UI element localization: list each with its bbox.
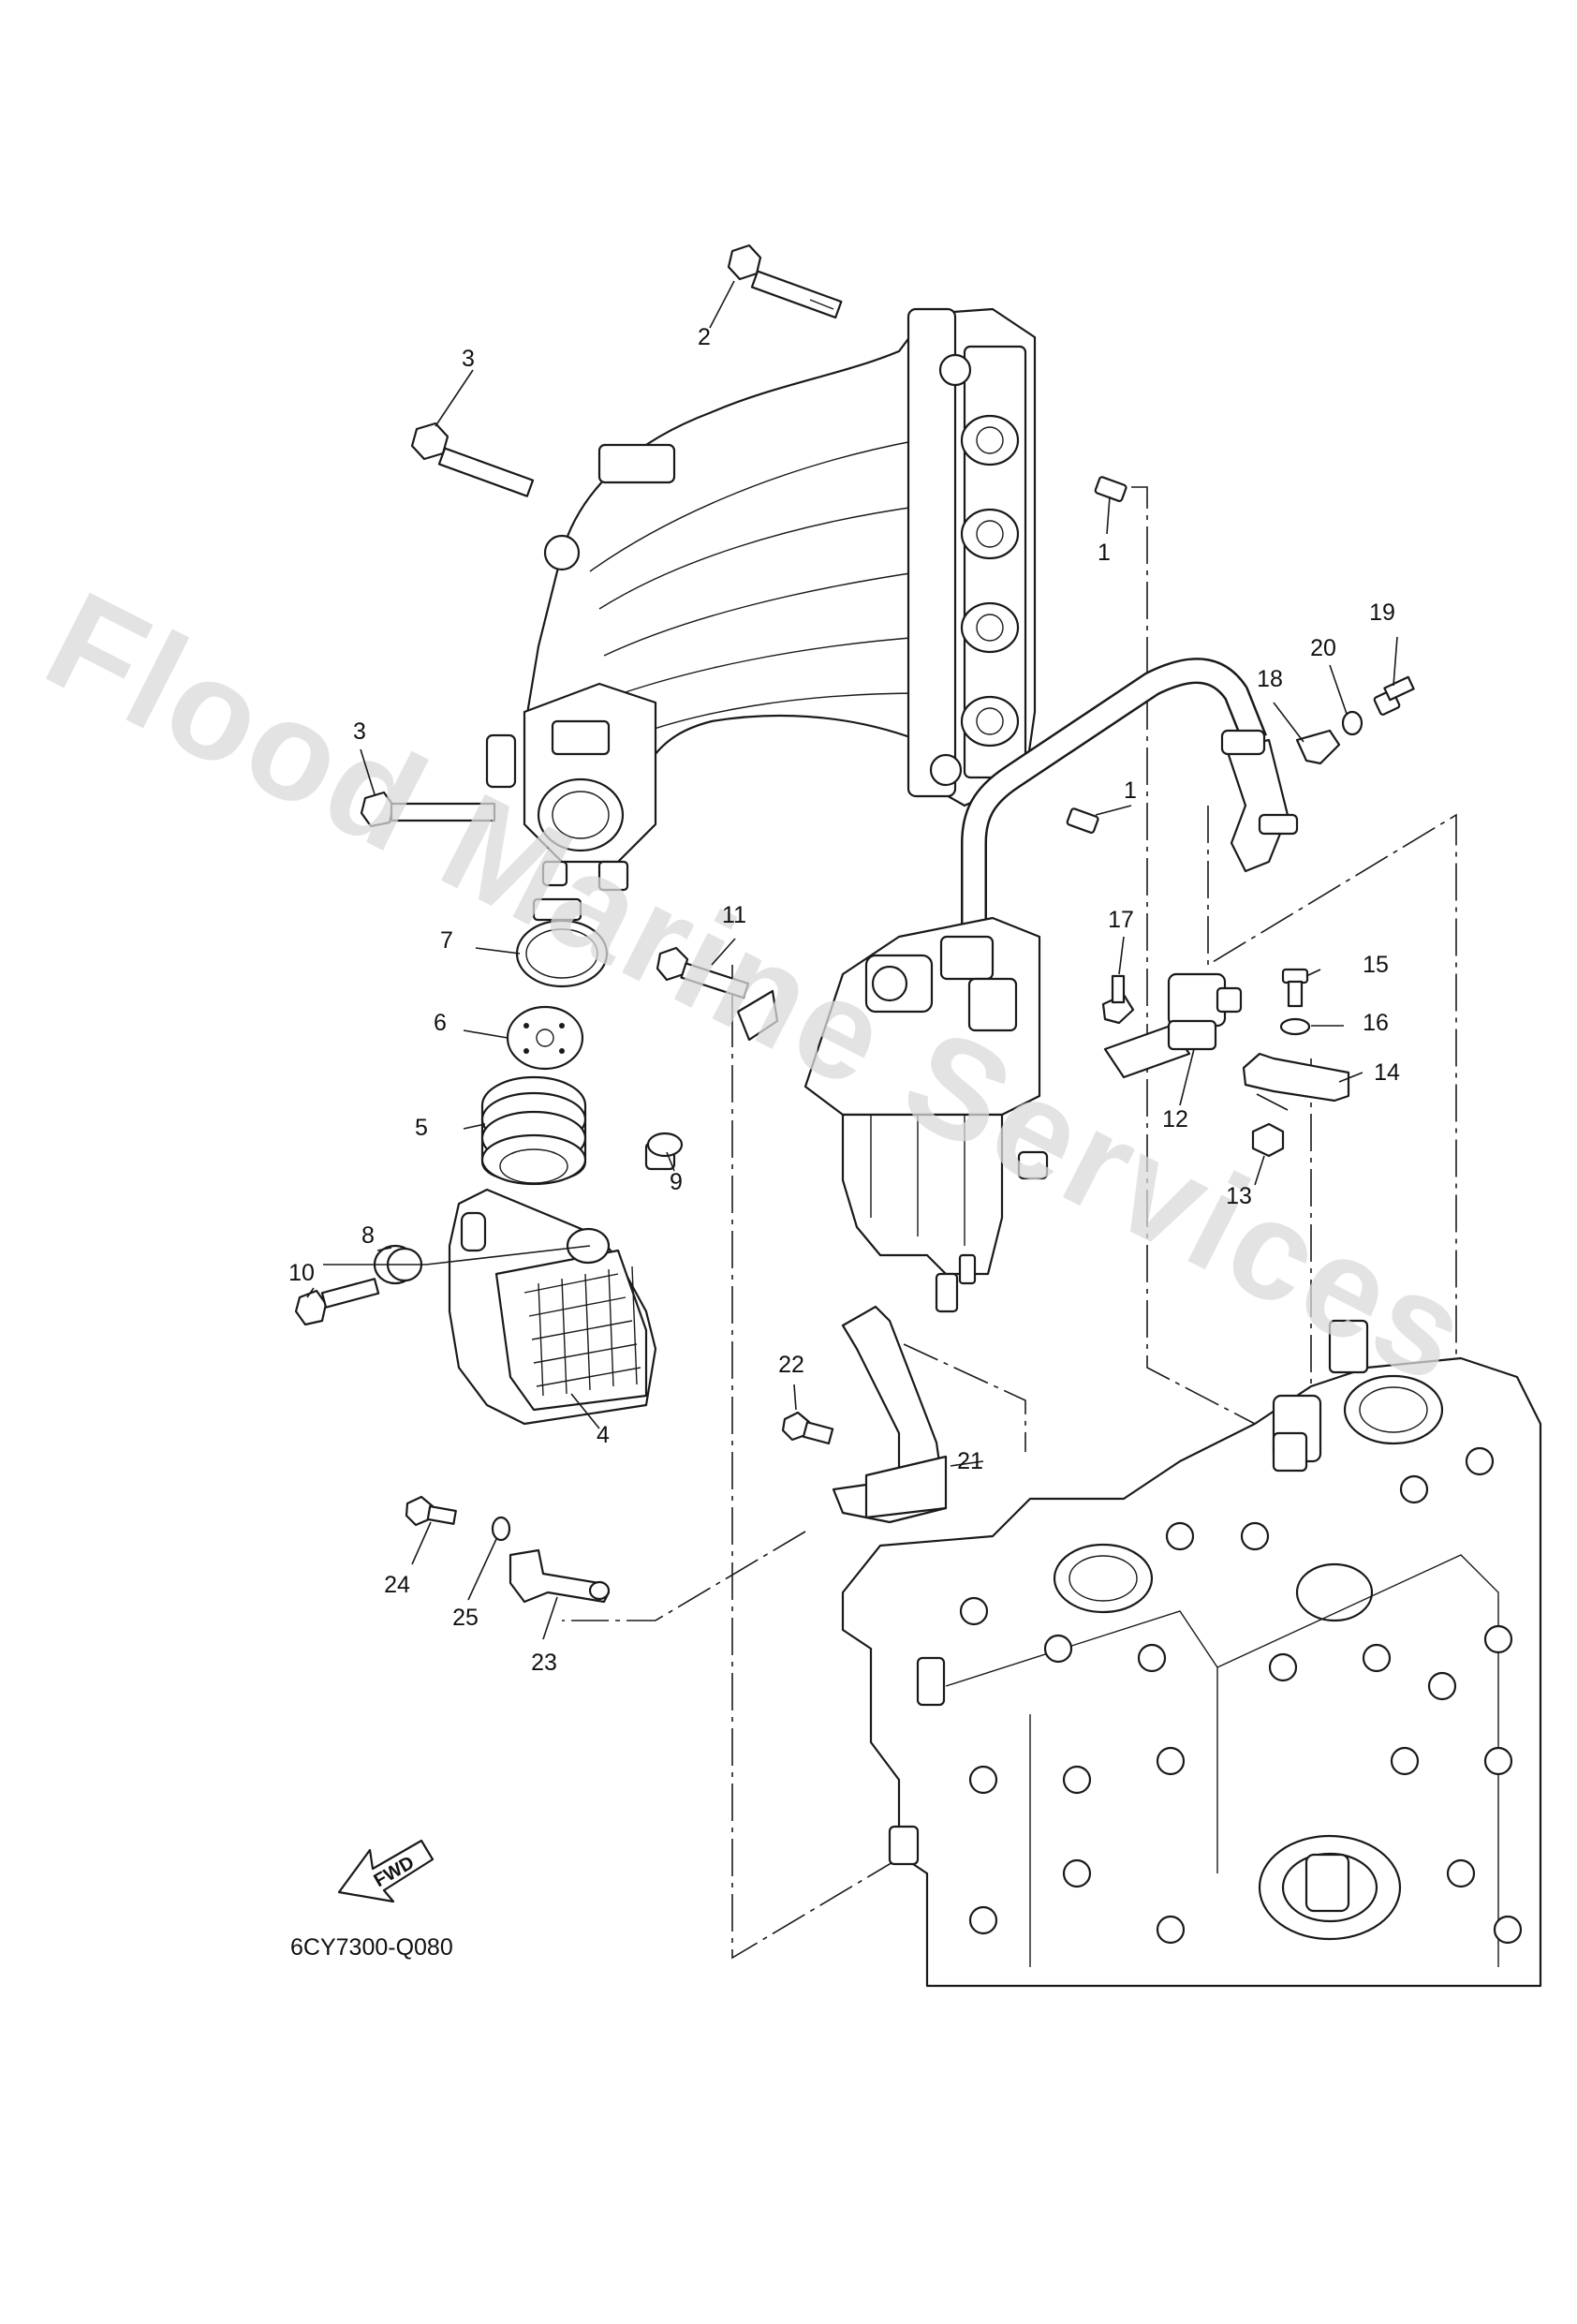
bracket-18 [1295, 729, 1341, 765]
callout-6: 6 [434, 1010, 447, 1036]
dowel-1-lower [1066, 807, 1099, 834]
callout-24: 24 [384, 1572, 410, 1598]
callout-4: 4 [597, 1422, 610, 1448]
disc-6 [506, 1005, 584, 1071]
silencer-4 [448, 1188, 657, 1426]
callout-3: 3 [353, 718, 366, 745]
callout-11: 11 [722, 902, 746, 928]
callout-20: 20 [1310, 635, 1336, 661]
vapor-separator [803, 916, 1041, 1313]
bolt-3-upper [410, 422, 535, 497]
washer-25 [491, 1516, 511, 1542]
callout-25: 25 [452, 1605, 479, 1631]
hose-clamp-7 [515, 897, 609, 988]
bolt-22 [781, 1411, 834, 1445]
callout-15: 15 [1363, 952, 1389, 978]
bracket-23 [508, 1548, 611, 1604]
reference-lines [562, 486, 1457, 1960]
callout-5: 5 [415, 1115, 428, 1141]
nut-13 [1251, 1122, 1285, 1158]
hose-assembly [961, 658, 1299, 1068]
callout-18: 18 [1257, 666, 1283, 692]
callout-3: 3 [462, 346, 475, 372]
diagram-code: 6CY7300-Q080 [290, 1934, 453, 1961]
callout-19: 19 [1369, 600, 1395, 626]
callout-23: 23 [531, 1650, 557, 1676]
silencer-grid [523, 1266, 641, 1397]
callout-1: 1 [1098, 540, 1111, 566]
intake-manifold [485, 307, 1037, 892]
callout-9: 9 [670, 1169, 683, 1195]
callout-12: 12 [1162, 1106, 1188, 1132]
callout-leaders [306, 280, 1398, 1640]
bolt-2 [727, 244, 843, 319]
bolt-15 [1281, 968, 1309, 1008]
callout-10: 10 [288, 1260, 315, 1286]
bolt-11 [656, 946, 750, 999]
bolt-17 [1101, 974, 1135, 1025]
bolt-19 [1373, 675, 1415, 716]
callout-1: 1 [1124, 777, 1137, 804]
callout-21: 21 [957, 1448, 983, 1474]
callout-7: 7 [440, 927, 453, 954]
fwd-arrow-icon: FWD [337, 1839, 435, 1903]
grommet-right [1017, 1150, 1049, 1180]
callout-8: 8 [361, 1222, 375, 1249]
bolt-3-lower [360, 791, 496, 828]
callout-17: 17 [1108, 907, 1134, 933]
bolt-24 [405, 1495, 457, 1527]
valve-12 [1103, 972, 1243, 1079]
callout-16: 16 [1363, 1010, 1389, 1036]
collar-9 [644, 1132, 684, 1171]
callouts: 2 3 1 19 20 18 3 1 11 17 7 15 16 6 14 12… [288, 324, 1400, 1676]
grommet-near-11 [736, 989, 779, 1042]
callout-13: 13 [1226, 1183, 1252, 1209]
bracket-21 [832, 1305, 948, 1524]
callout-22: 22 [778, 1352, 804, 1378]
dowel-1-upper [1094, 476, 1127, 502]
engine-block [841, 1319, 1542, 1988]
washer-20 [1341, 710, 1363, 736]
callout-2: 2 [698, 324, 711, 350]
bracket-14 [1242, 1052, 1350, 1103]
callout-14: 14 [1374, 1059, 1400, 1086]
washer-16 [1279, 1017, 1311, 1036]
bolt-10 [294, 1278, 380, 1326]
block-bosses [959, 1446, 1523, 1945]
joint-5 [480, 1075, 587, 1186]
